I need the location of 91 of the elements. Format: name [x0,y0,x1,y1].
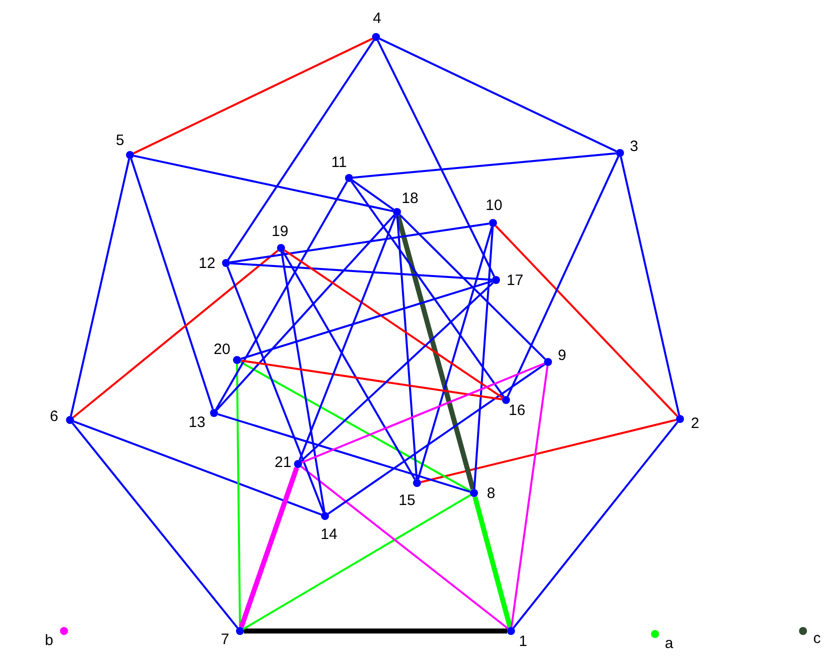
graph-edge [379,38,617,152]
graph-edge [238,466,300,628]
vertex-dot [502,396,510,404]
vertex-label: 16 [508,403,526,419]
vertex-dot [222,259,230,267]
graph-edge [620,156,680,416]
graph-edge [240,360,502,400]
vertex-dot [393,208,401,216]
graph-edge [495,225,678,417]
vertex-dot [676,415,684,423]
vertex-label: 1 [518,634,528,650]
graph-edge [215,181,348,410]
graph-edge [282,251,416,480]
graph-edge [473,226,494,490]
graph-edge [376,40,496,277]
graph-edge [72,250,279,418]
graph-edge [280,252,326,512]
graph-edge [472,496,512,628]
vertex-label: 11 [331,155,347,171]
legend-label: b [44,633,54,649]
graph-edge [328,363,546,515]
graph-edge [510,366,548,628]
graph-edge [512,421,678,629]
vertex-label: 4 [372,11,382,27]
graph-edge [216,214,396,411]
graph-edge [226,266,324,513]
vertex-dot [492,276,500,284]
vertex-dot [489,219,497,227]
graph-edge [240,280,492,360]
graph-edge [236,364,241,628]
graph-edge [300,466,509,630]
vertex-label: 10 [486,198,502,214]
graph-edge [230,222,490,264]
vertex-label: 9 [558,348,566,364]
vertex-dot [66,416,74,424]
graph-edge [396,216,418,480]
graph-edge [134,154,394,212]
vertex-dot [126,151,134,159]
vertex-label: 14 [320,527,338,543]
legend-label: c [813,631,821,647]
graph-edge [73,420,322,516]
graph-edge [130,158,214,410]
vertex-dot [236,627,244,635]
graph-edge [396,215,476,490]
graph-edge [420,418,676,484]
vertex-label: 15 [398,493,416,509]
graph-edge [284,249,504,399]
vertex-dot [277,244,285,252]
graph-edge [417,226,493,480]
vertex-label: 19 [272,224,288,240]
vertex-label: 12 [198,256,216,272]
graph-edge [242,494,472,630]
graph-edge [506,156,620,397]
graph-edge [240,361,471,492]
vertex-dot [616,149,624,157]
graph-edge [72,422,238,629]
graph-edge [218,413,470,493]
graph-edge [244,628,507,634]
vertex-dot [372,33,380,41]
vertex-dot [413,479,421,487]
graph-edge [227,40,375,260]
vertex-dot [294,460,302,468]
vertex-dot [470,489,478,497]
vertex-dot [507,627,515,635]
vertex-label: 2 [690,416,700,432]
graph-edge [300,282,494,462]
vertex-label: 13 [188,415,206,431]
vertex-label: 21 [274,455,292,471]
vertex-label: 17 [506,273,524,289]
vertex-label: 6 [50,409,58,425]
vertex-dot [544,358,552,366]
vertex-dot [321,512,329,520]
legend-label: a [664,636,674,652]
graph-edge [133,38,373,154]
vertex-label: 20 [214,342,230,358]
graph-edge [352,152,616,179]
vertex-label: 3 [630,139,638,155]
graph-edge [399,214,546,360]
vertex-label: 18 [402,191,418,207]
vertex-label: 8 [486,486,496,502]
graph-edge [70,158,130,416]
vertex-dot [210,409,218,417]
graph-edge [350,180,505,398]
vertex-dot [345,174,353,182]
vertex-label: 7 [220,632,230,648]
graph-edge [301,362,545,464]
vertex-dot [233,356,241,364]
graph-edge [298,215,396,461]
graph-edge [352,179,394,211]
vertex-label: 5 [116,133,124,149]
graph-edge [230,262,492,281]
